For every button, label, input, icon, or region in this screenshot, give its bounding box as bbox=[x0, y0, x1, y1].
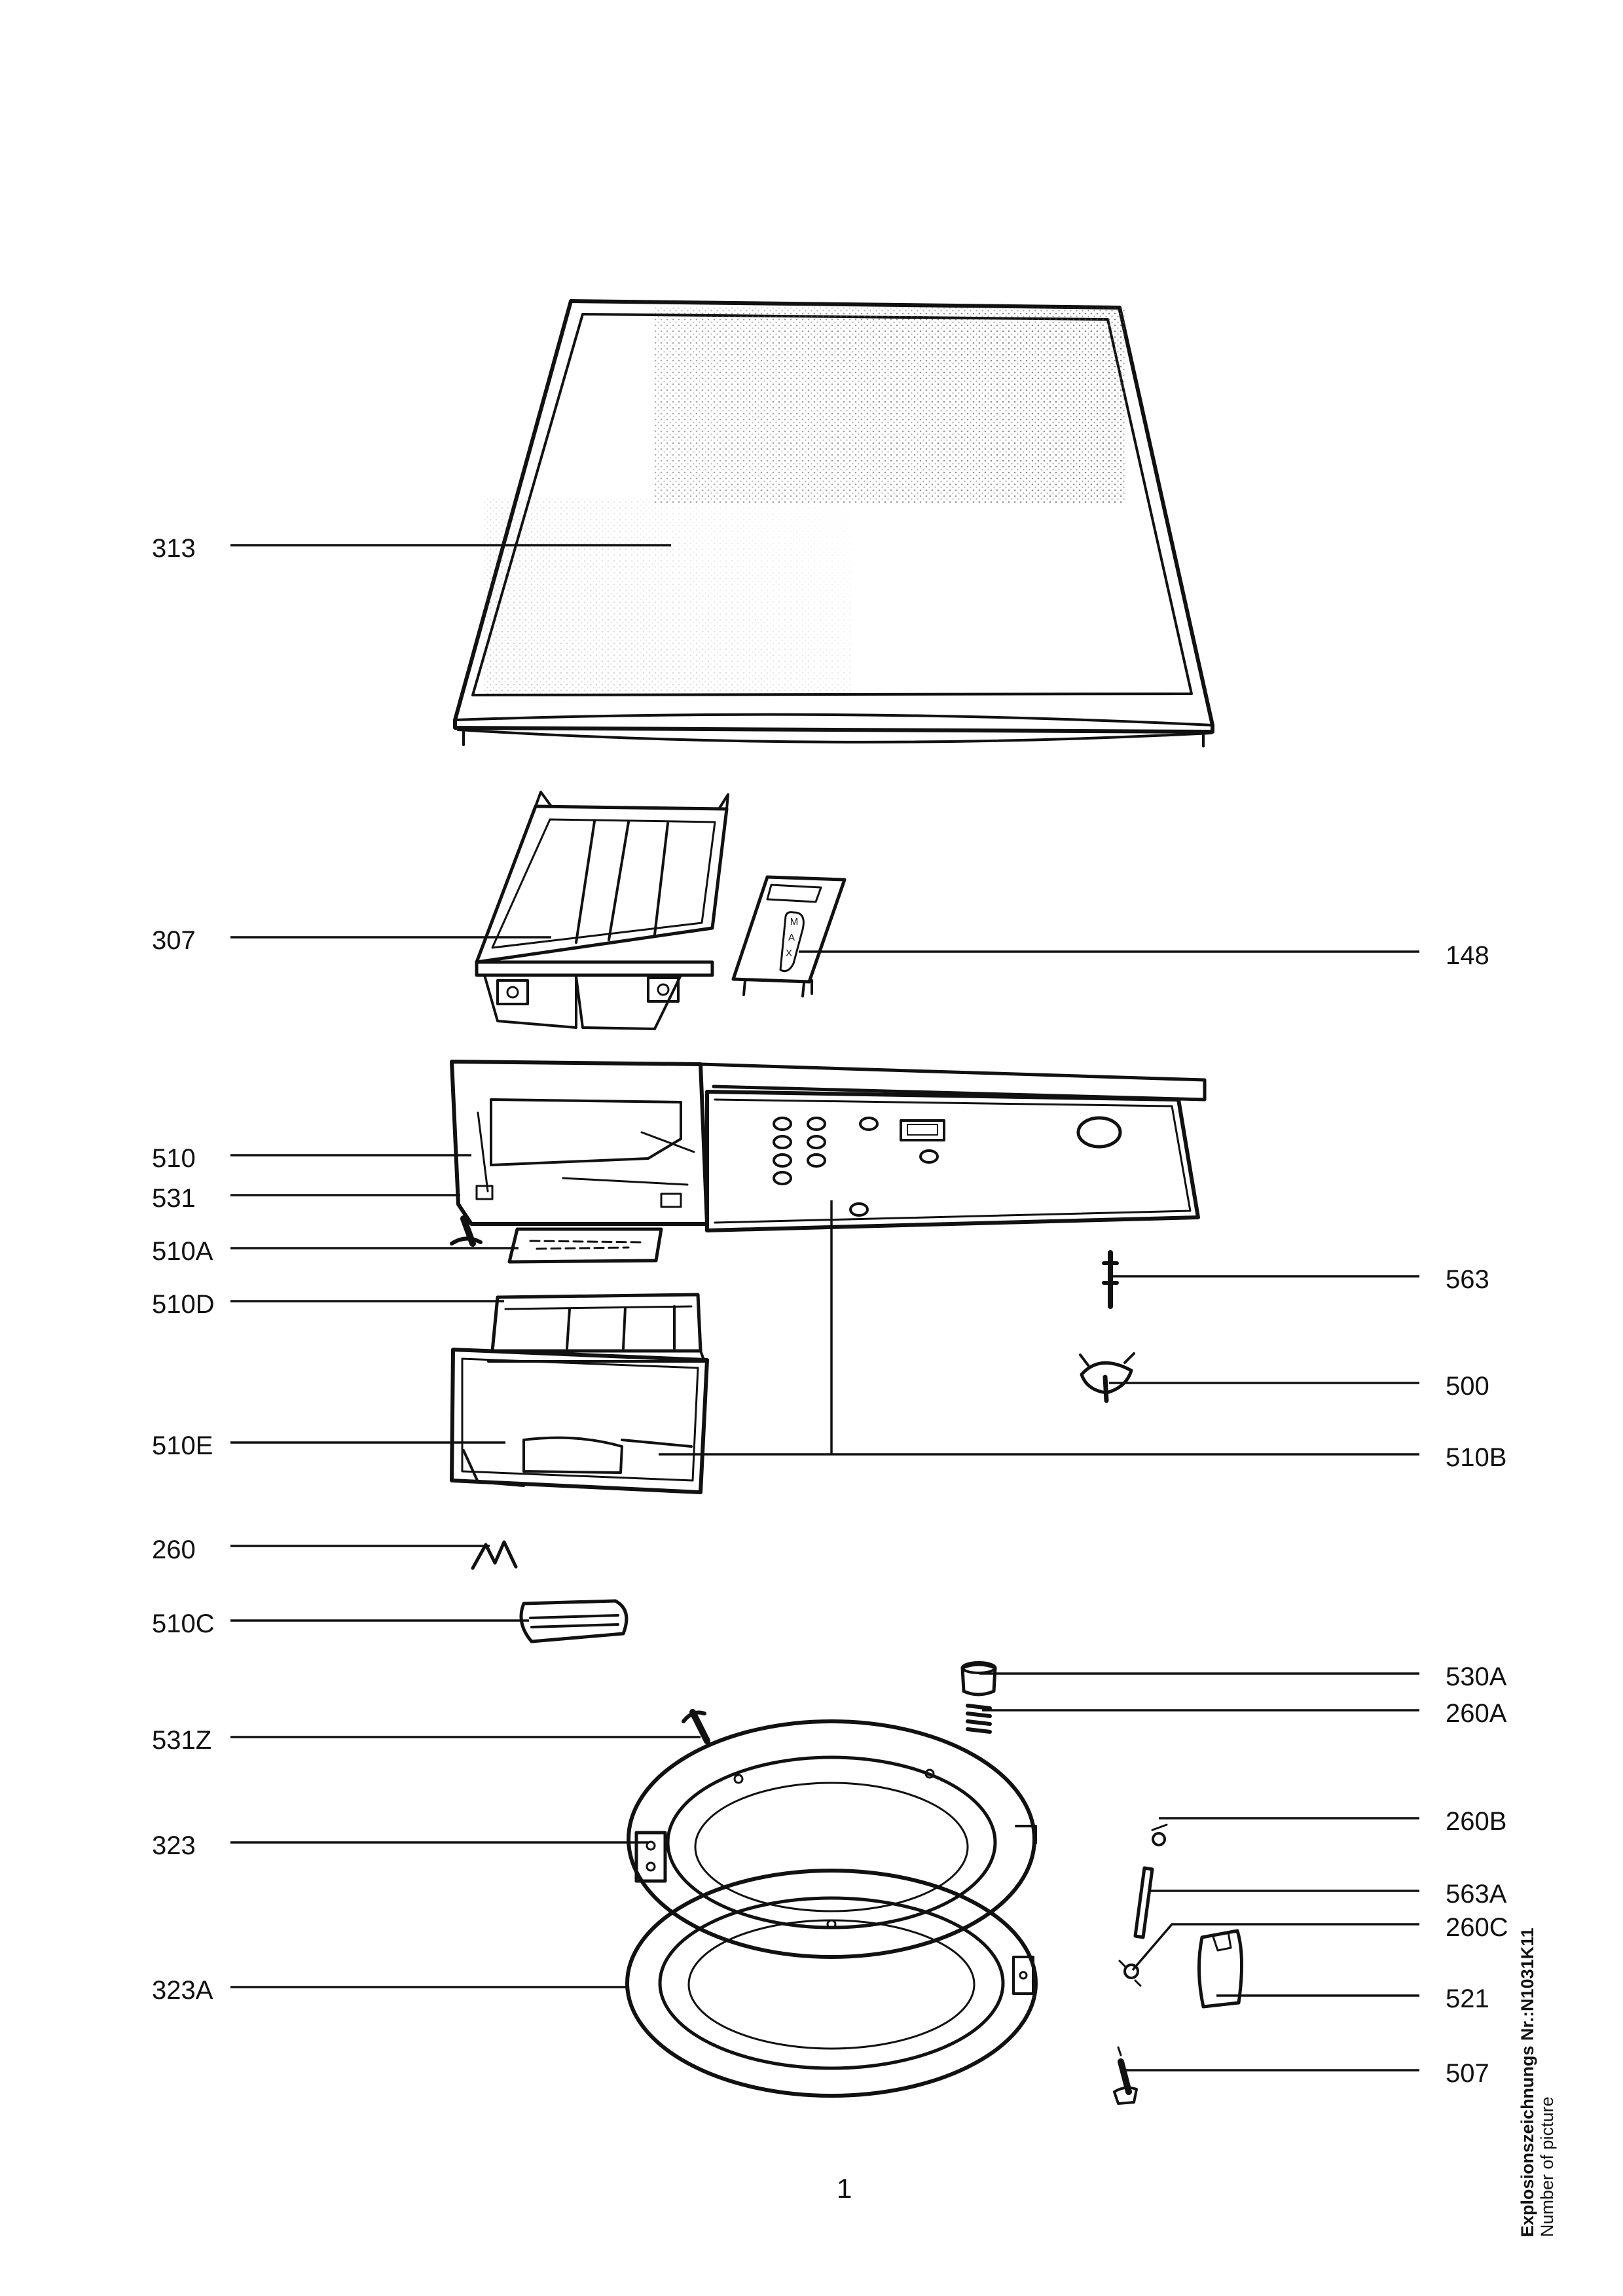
label-260: 260 bbox=[152, 1535, 196, 1564]
hinge-pin-507 bbox=[1113, 2046, 1138, 2105]
label-510D: 510D bbox=[152, 1290, 215, 1319]
cap-530A bbox=[960, 1661, 997, 1696]
label-510E: 510E bbox=[152, 1431, 213, 1460]
door-frame-323 bbox=[627, 1719, 1037, 1959]
label-530A: 530A bbox=[1446, 1662, 1507, 1691]
label-510C: 510C bbox=[152, 1609, 215, 1638]
dispenser-insert-148 bbox=[731, 875, 847, 997]
spring-260B bbox=[1151, 1823, 1168, 1846]
label-260B: 260B bbox=[1446, 1807, 1507, 1836]
screw-531 bbox=[450, 1215, 483, 1247]
control-panel-510 bbox=[450, 1060, 1207, 1232]
drawer-button-510C bbox=[519, 1599, 629, 1643]
detergent-drawer-510E bbox=[450, 1348, 709, 1494]
label-531Z: 531Z bbox=[152, 1726, 212, 1755]
drawer-housing-307 bbox=[475, 791, 729, 1030]
max-mark-m: M bbox=[790, 916, 799, 927]
panel-strip-510A bbox=[507, 1227, 663, 1264]
pin-563 bbox=[1102, 1250, 1119, 1309]
spring-260C bbox=[1118, 1960, 1142, 1987]
label-307: 307 bbox=[152, 926, 196, 955]
label-313: 313 bbox=[152, 534, 196, 563]
spring-260A bbox=[966, 1704, 992, 1734]
label-510A: 510A bbox=[152, 1237, 213, 1266]
label-563: 563 bbox=[1446, 1265, 1489, 1294]
label-260A: 260A bbox=[1446, 1699, 1507, 1728]
label-510: 510 bbox=[152, 1144, 196, 1173]
picture-number-label: Explosionszeichnungs Nr.:N1031K11 bbox=[1518, 1928, 1537, 2237]
label-500: 500 bbox=[1446, 1372, 1489, 1401]
top-cover-313 bbox=[453, 299, 1214, 747]
label-323: 323 bbox=[152, 1831, 196, 1860]
screw-531Z bbox=[682, 1709, 710, 1744]
page-number: 1 bbox=[837, 2173, 852, 2204]
label-510B: 510B bbox=[1446, 1443, 1507, 1472]
leader-260C bbox=[1131, 1923, 1419, 1971]
spring-clip-260 bbox=[471, 1540, 518, 1570]
leader-lines bbox=[230, 544, 1419, 2072]
door-frame-323A bbox=[625, 1869, 1038, 2098]
label-563A: 563A bbox=[1446, 1880, 1507, 1909]
label-521: 521 bbox=[1446, 1984, 1489, 2013]
label-323A: 323A bbox=[152, 1976, 213, 2005]
label-507: 507 bbox=[1446, 2059, 1489, 2088]
max-mark-a: A bbox=[788, 932, 795, 943]
label-260C: 260C bbox=[1446, 1913, 1508, 1942]
drawer-insert-510D bbox=[487, 1293, 706, 1363]
picture-number-note: Explosionszeichnungs Nr.:N1031K11 Number… bbox=[1518, 1871, 1557, 2237]
latch-521 bbox=[1197, 1929, 1244, 2009]
rod-563A bbox=[1133, 1866, 1154, 1939]
label-148: 148 bbox=[1446, 941, 1489, 970]
picture-number-caption: Number of picture bbox=[1537, 2096, 1558, 2237]
max-mark-x: X bbox=[786, 948, 792, 959]
knob-500 bbox=[1079, 1352, 1135, 1403]
label-531: 531 bbox=[152, 1184, 196, 1213]
